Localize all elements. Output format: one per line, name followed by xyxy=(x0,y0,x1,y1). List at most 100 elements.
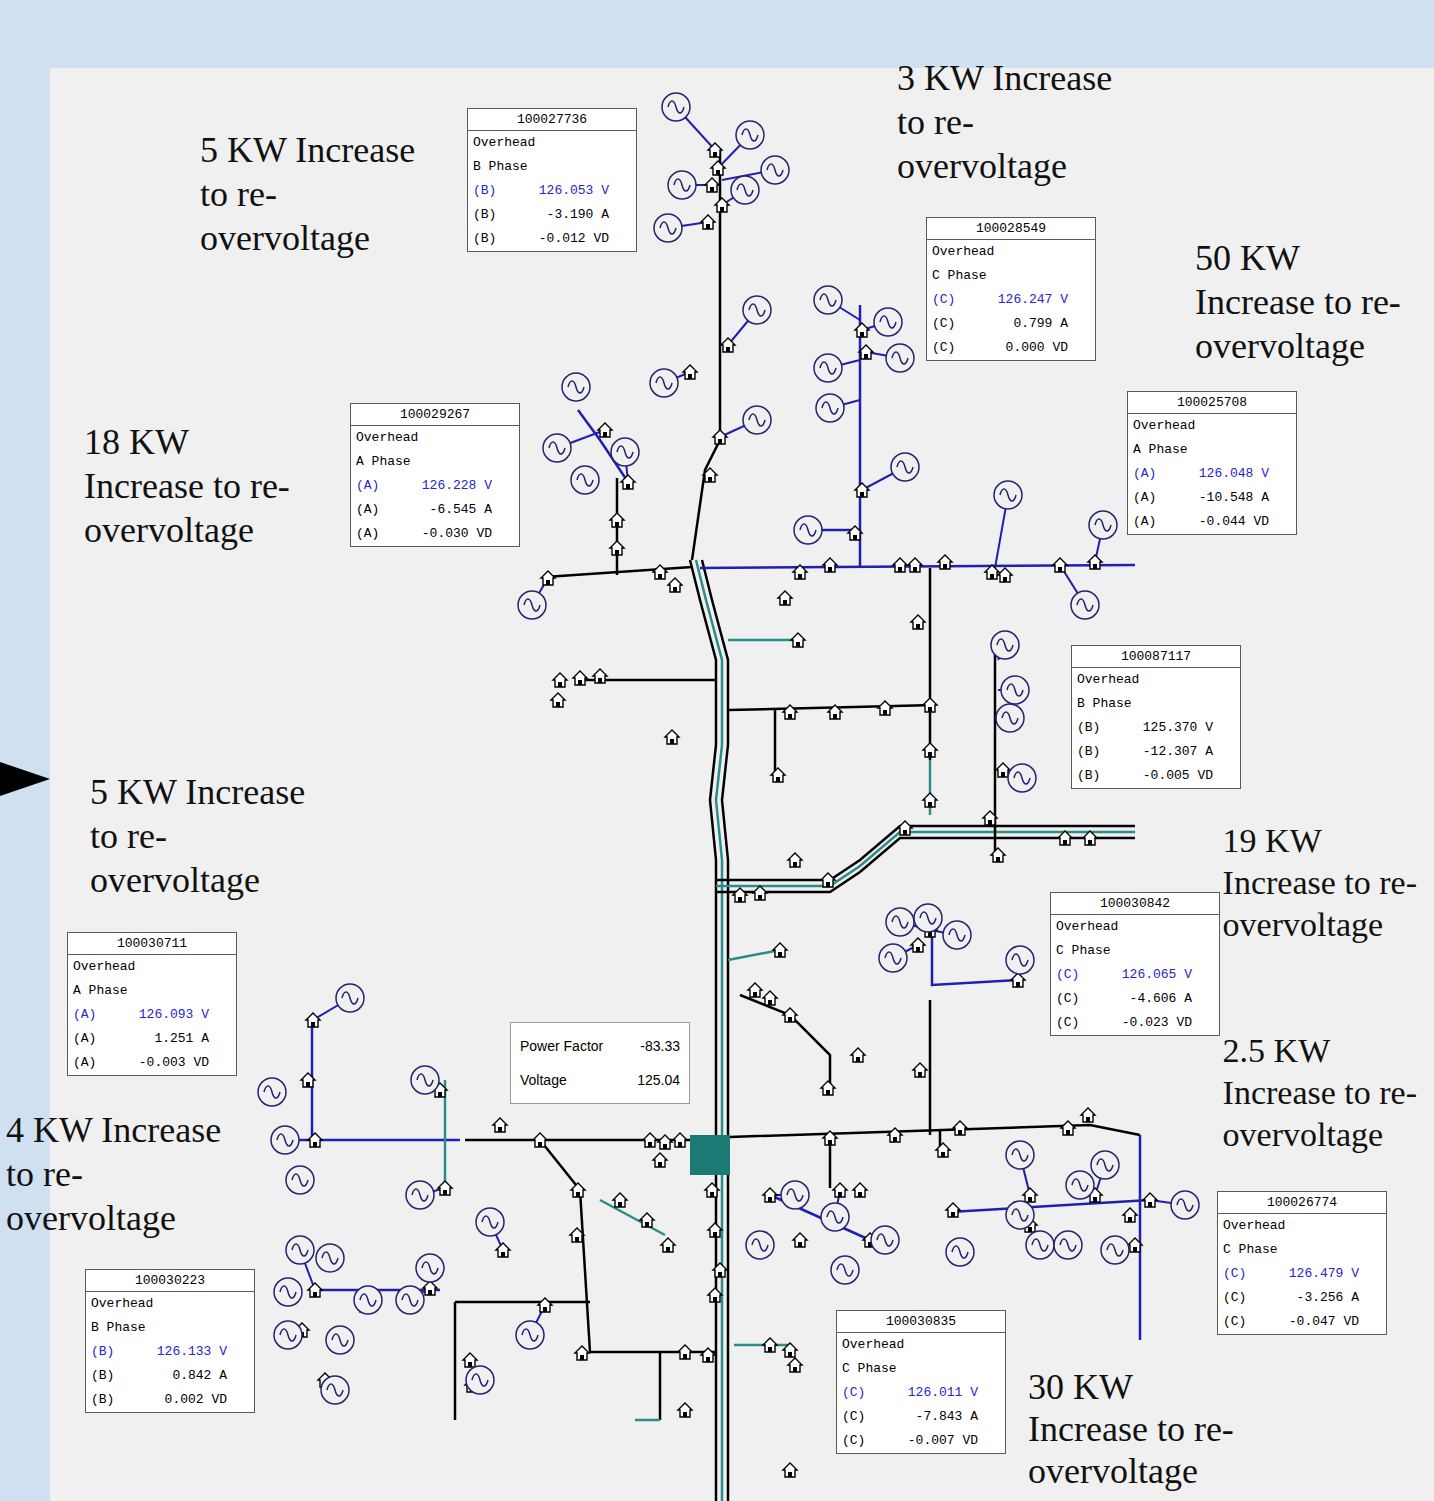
house-icon xyxy=(821,873,835,887)
phase-tag: (A) xyxy=(1133,462,1169,486)
house-icon xyxy=(673,1133,687,1147)
phase-tag: (C) xyxy=(932,336,968,360)
phase-tag: (C) xyxy=(842,1405,878,1429)
box-header: 100028549 xyxy=(927,218,1095,240)
house-icon xyxy=(851,1048,865,1062)
box-text: Overhead xyxy=(932,244,994,259)
box-text: C Phase xyxy=(842,1361,897,1376)
box-text: B Phase xyxy=(1077,696,1132,711)
house-icon xyxy=(748,983,762,997)
box-row: (C)-7.843 A xyxy=(837,1405,1005,1429)
blue-line xyxy=(950,1200,1150,1212)
info-box: 100030223OverheadB Phase(B)126.133 V(B)0… xyxy=(85,1269,255,1413)
phase-tag: (B) xyxy=(91,1364,127,1388)
box-row: (B)126.053 V xyxy=(468,179,636,203)
box-row: (A)-6.545 A xyxy=(351,498,519,522)
house-icon xyxy=(923,743,937,757)
teal-line xyxy=(728,639,800,642)
generator-symbol xyxy=(871,1226,899,1254)
trunk-line xyxy=(716,832,1135,886)
feeder-id: 100030842 xyxy=(1100,896,1170,911)
phase-tag: (C) xyxy=(1056,1011,1092,1035)
generator-symbol xyxy=(316,1244,344,1272)
generator-symbol xyxy=(562,373,590,401)
generator-symbol xyxy=(662,93,690,121)
house-icon xyxy=(721,338,735,352)
house-icon xyxy=(783,1463,797,1477)
trunk-line xyxy=(702,560,728,1501)
generator-symbol xyxy=(886,344,914,372)
background-panel xyxy=(0,68,1434,1501)
house-icon xyxy=(306,1013,320,1027)
phase-tag: (B) xyxy=(1077,716,1113,740)
generator-symbol xyxy=(743,296,771,324)
annotation-note: 18 KW Increase to re-overvoltage xyxy=(84,420,304,552)
house-icon xyxy=(598,423,612,437)
house-icon xyxy=(613,1193,627,1207)
generator-symbol xyxy=(746,1231,774,1259)
house-icon xyxy=(701,1348,715,1362)
phase-tag: (A) xyxy=(1133,510,1169,534)
reading-value: 125.04 xyxy=(637,1063,680,1097)
generator-symbol xyxy=(814,286,842,314)
house-icon xyxy=(678,1345,692,1359)
box-text: A Phase xyxy=(356,454,411,469)
generator-link xyxy=(300,107,1185,1390)
reading-value: 126.053 V xyxy=(509,179,609,203)
house-icon xyxy=(753,886,767,900)
house-icon xyxy=(640,1213,654,1227)
reading-value: 0.000 VD xyxy=(968,336,1068,360)
black-line xyxy=(545,567,692,577)
house-icon xyxy=(463,1353,477,1367)
generator-symbol xyxy=(271,1126,299,1154)
generator-symbol xyxy=(518,591,546,619)
box-row: C Phase xyxy=(1218,1238,1386,1262)
box-row: C Phase xyxy=(1051,939,1219,963)
house-icon xyxy=(713,430,727,444)
black-line xyxy=(455,150,1140,1420)
box-row: (A)1.251 A xyxy=(68,1027,236,1051)
generator-symbol xyxy=(274,1278,302,1306)
house-icon xyxy=(911,615,925,629)
box-row: (B)-0.005 VD xyxy=(1072,764,1240,788)
feeder-id: 100030223 xyxy=(135,1273,205,1288)
box-header: 100026774 xyxy=(1218,1192,1386,1214)
house-icon xyxy=(1128,1238,1142,1252)
box-row: (C)126.479 V xyxy=(1218,1262,1386,1286)
box-row: Overhead xyxy=(927,240,1095,264)
phase-tag: (A) xyxy=(73,1003,109,1027)
generator-symbol xyxy=(943,921,971,949)
house-icon xyxy=(788,853,802,867)
box-text: Overhead xyxy=(1077,672,1139,687)
house-icon xyxy=(1011,973,1025,987)
box-row: (C)0.000 VD xyxy=(927,336,1095,360)
phase-tag: (C) xyxy=(1223,1286,1259,1310)
house-icon xyxy=(763,991,777,1005)
box-row: Overhead xyxy=(1072,668,1240,692)
generator-symbol xyxy=(611,438,639,466)
box-row: Overhead xyxy=(1051,915,1219,939)
box-row: Voltage125.04 xyxy=(515,1063,685,1097)
generator-symbol xyxy=(914,904,942,932)
house-icon xyxy=(733,888,747,902)
house-icon xyxy=(610,541,624,555)
box-row: (C)-0.023 VD xyxy=(1051,1011,1219,1035)
box-text: C Phase xyxy=(1056,943,1111,958)
black-line xyxy=(740,995,830,1090)
reading-value: -0.023 VD xyxy=(1092,1011,1192,1035)
box-row: A Phase xyxy=(68,979,236,1003)
phase-tag: (B) xyxy=(1077,764,1113,788)
phase-tag: (C) xyxy=(842,1429,878,1453)
black-line xyxy=(994,650,997,860)
phase-tag: (C) xyxy=(932,288,968,312)
generator-symbol xyxy=(1054,1231,1082,1259)
reading-value: -12.307 A xyxy=(1113,740,1213,764)
box-header: 100030711 xyxy=(68,933,236,955)
box-text: Overhead xyxy=(842,1337,904,1352)
house-icon xyxy=(855,483,869,497)
house-icon xyxy=(923,793,937,807)
box-row: (B)0.842 A xyxy=(86,1364,254,1388)
generator-symbol xyxy=(996,704,1024,732)
box-row: (C)-3.256 A xyxy=(1218,1286,1386,1310)
house-icon xyxy=(893,558,907,572)
